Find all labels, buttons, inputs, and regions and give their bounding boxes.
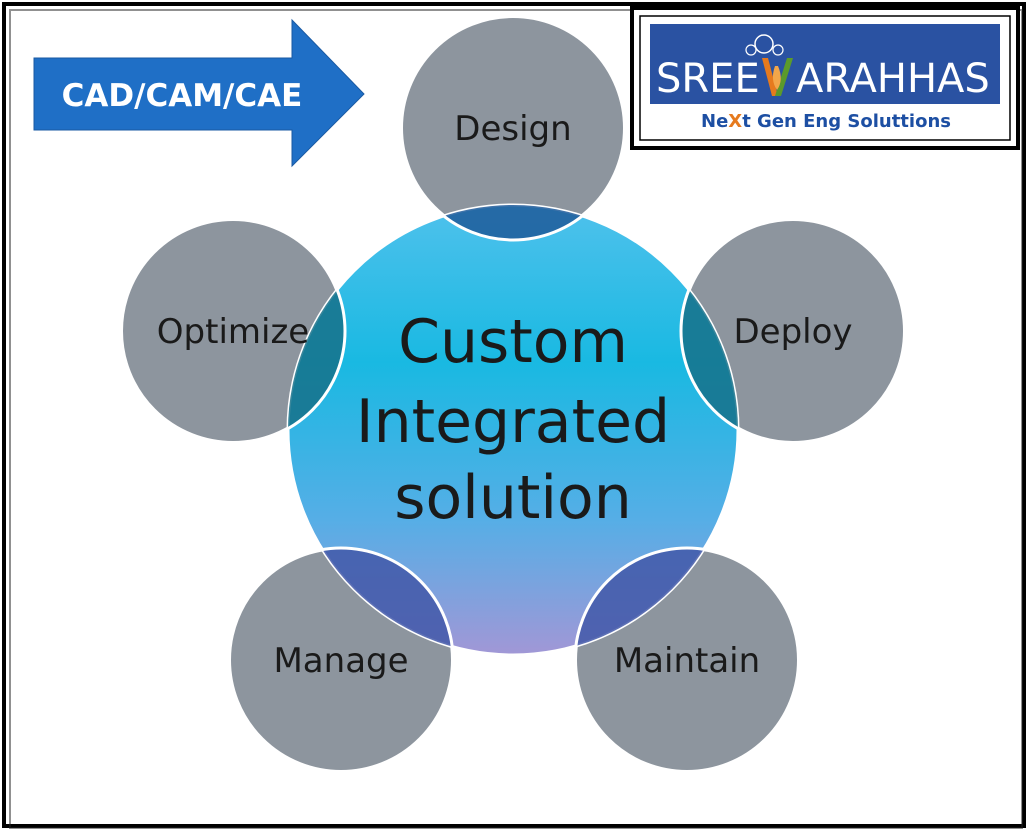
logo-tagline: NeXt Gen Eng Soluttions xyxy=(701,111,951,132)
label-design: Design xyxy=(454,109,571,149)
label-optimize: Optimize xyxy=(157,312,309,352)
center-line-2: Integrated xyxy=(356,387,670,457)
company-logo: SREE ARAHHAS NeXt Gen Eng Soluttions xyxy=(630,6,1020,150)
center-line-3: solution xyxy=(394,463,632,533)
logo-banner xyxy=(650,24,1000,104)
border-shadow xyxy=(9,9,1023,829)
outer-border xyxy=(2,2,1026,828)
tagline-ne: Ne xyxy=(701,111,728,132)
logo-brand-right: ARAHHAS xyxy=(796,56,990,102)
logo-v-mark-icon xyxy=(762,58,793,96)
center-line-1: Custom xyxy=(398,307,628,377)
label-maintain: Maintain xyxy=(614,641,760,681)
tagline-x: X xyxy=(728,111,742,132)
tagline-rest: t Gen Eng Soluttions xyxy=(742,111,951,132)
arrow-label: CAD/CAM/CAE xyxy=(62,78,303,114)
label-manage: Manage xyxy=(273,641,408,681)
logo-emblem-icon xyxy=(745,34,784,56)
logo-brand-left: SREE xyxy=(656,56,760,102)
label-deploy: Deploy xyxy=(733,312,852,352)
cad-cam-cae-arrow: CAD/CAM/CAE xyxy=(33,18,365,168)
satellite-outlines xyxy=(119,14,907,774)
